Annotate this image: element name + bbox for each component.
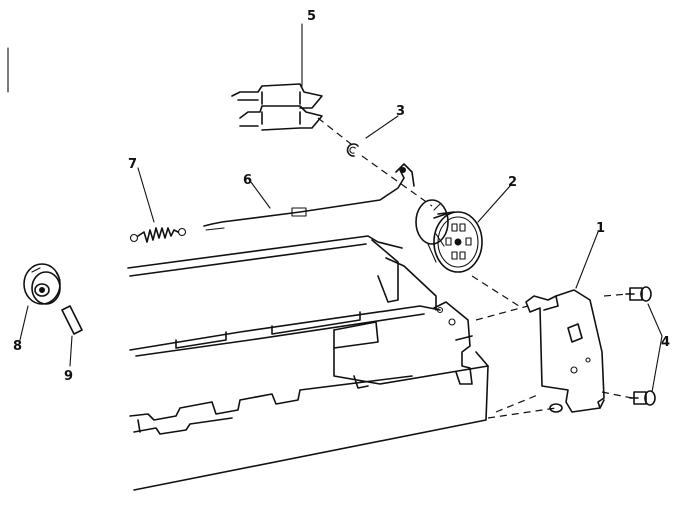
part-2-gear (415, 199, 483, 273)
callout-7: 7 (128, 157, 137, 172)
part-7-spring (129, 227, 187, 243)
part-6-cable (203, 163, 415, 231)
callout-8: 8 (13, 339, 22, 354)
assembly-lines (317, 117, 633, 419)
callout-6: 6 (243, 173, 252, 188)
callout-1: 1 (596, 221, 605, 236)
callout-2: 2 (508, 175, 517, 190)
part-3-retaining-ring (346, 143, 359, 157)
callout-3: 3 (396, 104, 405, 119)
part-4-screws (625, 286, 656, 406)
part-5-clip (231, 83, 323, 131)
callout-5: 5 (307, 9, 316, 24)
part-9-pin (61, 305, 83, 335)
part-1-bracket (525, 289, 605, 413)
part-8-knob (23, 263, 61, 305)
chassis-frame (127, 235, 489, 491)
callout-9: 9 (64, 369, 73, 384)
callout-4: 4 (661, 335, 670, 350)
leader-lines (19, 23, 663, 393)
